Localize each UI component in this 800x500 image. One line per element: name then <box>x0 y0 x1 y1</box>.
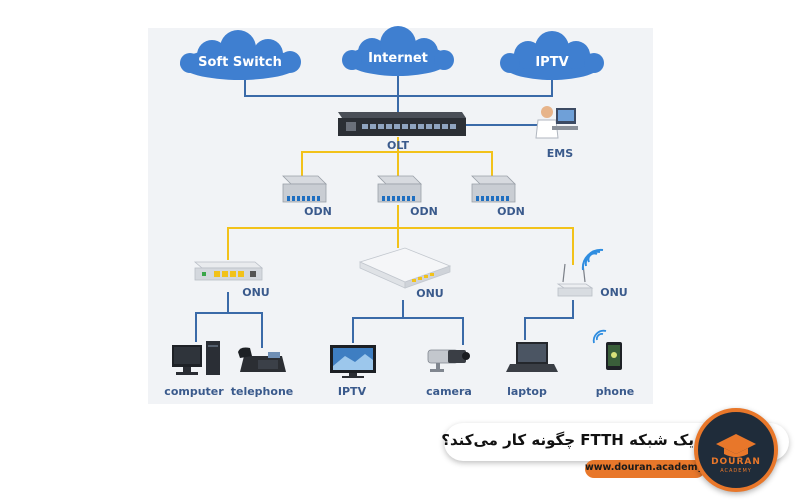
onu-box-icon <box>193 261 264 281</box>
url-text[interactable]: www.douran.academy <box>585 462 704 473</box>
tv-icon <box>330 345 376 378</box>
ems-label: EMS <box>547 147 573 160</box>
cloud-label: Soft Switch <box>198 55 282 70</box>
odn-splitter-icon <box>471 175 516 203</box>
odn-splitter-icon <box>377 175 422 203</box>
computer-icon <box>172 341 220 375</box>
olt-label: OLT <box>387 139 410 152</box>
onu-router-icon <box>358 247 452 289</box>
odn-label: ODN <box>304 205 332 218</box>
device-label: telephone <box>231 385 294 398</box>
fiber-lines <box>227 137 574 265</box>
cloud-soft-switch: Soft Switch <box>180 30 301 80</box>
wifi-signal-icon <box>592 329 607 344</box>
onu-wifi-router-icon <box>556 263 594 297</box>
ems-workstation-icon <box>535 106 578 139</box>
laptop-icon <box>506 342 558 372</box>
logo-text: DOURAN <box>711 457 761 467</box>
device-label: computer <box>164 385 224 398</box>
cloud-iptv: IPTV <box>500 31 604 80</box>
odn-label: ODN <box>410 205 438 218</box>
backbone-lines <box>244 72 553 126</box>
wifi-signal-icon <box>581 248 604 271</box>
phone-icon <box>606 342 622 370</box>
onu-label: ONU <box>600 286 628 299</box>
cloud-label: IPTV <box>535 55 568 70</box>
academy-cap-icon <box>716 434 756 457</box>
onu-label: ONU <box>416 287 444 300</box>
url-pill[interactable]: www.douran.academy <box>585 460 705 478</box>
camera-icon <box>427 349 470 372</box>
device-lines <box>195 292 574 348</box>
douran-academy-logo: DOURAN ACADEMY <box>694 408 778 492</box>
cloud-internet: Internet <box>342 26 454 76</box>
olt-device <box>338 112 466 136</box>
onu-label: ONU <box>242 286 270 299</box>
device-label: laptop <box>507 385 547 398</box>
device-label: IPTV <box>338 385 367 398</box>
telephone-icon <box>238 347 286 372</box>
logo-subtext: ACADEMY <box>720 468 752 474</box>
banner-title: یک شبکه FTTH چگونه کار می‌کند؟ <box>441 431 694 449</box>
diagram-panel <box>148 28 653 404</box>
odn-label: ODN <box>497 205 525 218</box>
device-label: phone <box>596 385 635 398</box>
cloud-label: Internet <box>368 51 428 66</box>
device-label: camera <box>426 385 472 398</box>
odn-splitter-icon <box>282 175 327 203</box>
